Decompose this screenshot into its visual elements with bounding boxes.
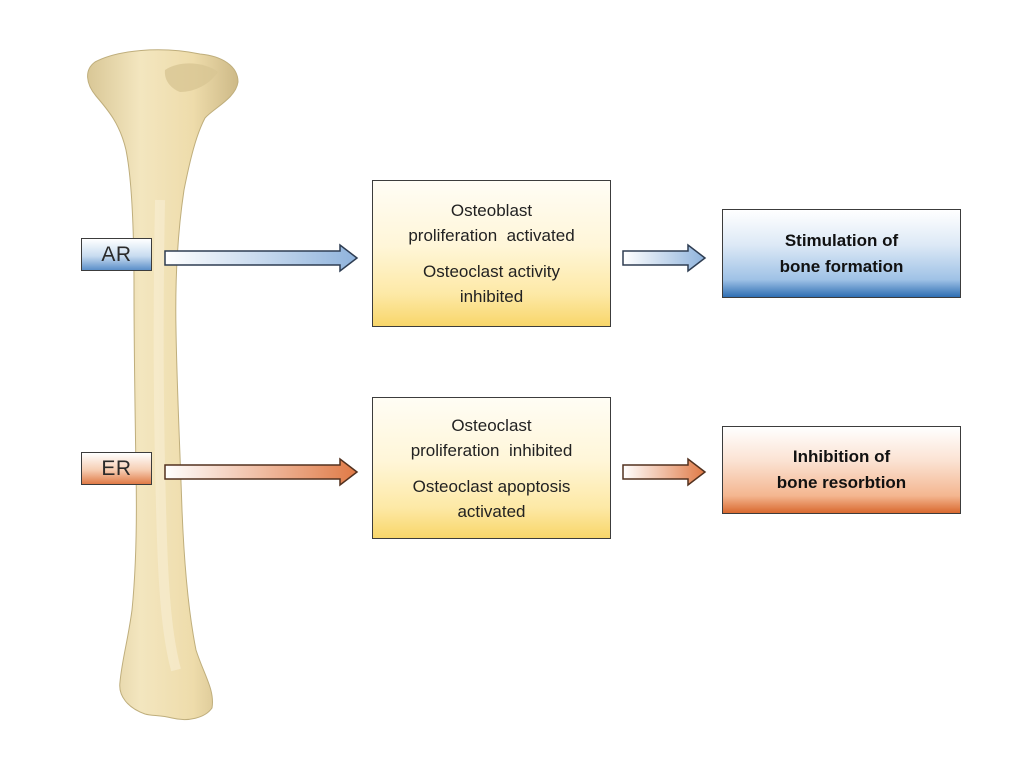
- ar-mechanism-group-2: Osteoclast activity inhibited: [423, 259, 560, 309]
- er-to-mechanism-arrow: [164, 457, 359, 487]
- er-mechanism-line-4: activated: [457, 501, 526, 521]
- er-mechanism-line-3: Osteoclast apoptosis: [412, 476, 571, 496]
- er-mechanism-group-1: Osteoclast proliferation inhibited: [411, 413, 573, 463]
- bone-shaft-highlight: [153, 199, 181, 672]
- er-mechanism-box: Osteoclast proliferation inhibited Osteo…: [372, 397, 611, 539]
- ar-mechanism-line-4: inhibited: [459, 287, 524, 306]
- er-mechanism-group-2: Osteoclast apoptosis activated: [413, 474, 571, 524]
- bone-illustration: [87, 49, 239, 721]
- ar-to-outcome-arrow: [622, 243, 707, 273]
- ar-outcome-line-1: Stimulation of: [784, 230, 899, 250]
- ar-to-mechanism-arrow: [164, 243, 359, 273]
- ar-mechanism-line-3: Osteoclast activity: [423, 262, 560, 281]
- er-mechanism-line-1: Osteoclast: [451, 415, 532, 435]
- er-outcome-box: Inhibition of bone resorbtion: [722, 426, 961, 514]
- ar-mechanism-line-2: proliferation activated: [408, 226, 575, 245]
- er-outcome-line-1: Inhibition of: [792, 447, 891, 466]
- er-mechanism-line-2: proliferation inhibited: [410, 440, 573, 460]
- bone-head-detail: [164, 63, 218, 92]
- ar-receptor-label: AR: [81, 238, 152, 271]
- ar-mechanism-line-1: Osteoblast: [450, 201, 533, 220]
- ar-outcome-line-2: bone formation: [779, 256, 904, 276]
- ar-outcome-box: Stimulation of bone formation: [722, 209, 961, 298]
- ar-mechanism-group-1: Osteoblast proliferation activated: [408, 198, 574, 248]
- er-receptor-label: ER: [81, 452, 152, 485]
- er-outcome-line-2: bone resorbtion: [776, 473, 907, 492]
- ar-mechanism-box: Osteoblast proliferation activated Osteo…: [372, 180, 611, 327]
- er-to-outcome-arrow: [622, 457, 707, 487]
